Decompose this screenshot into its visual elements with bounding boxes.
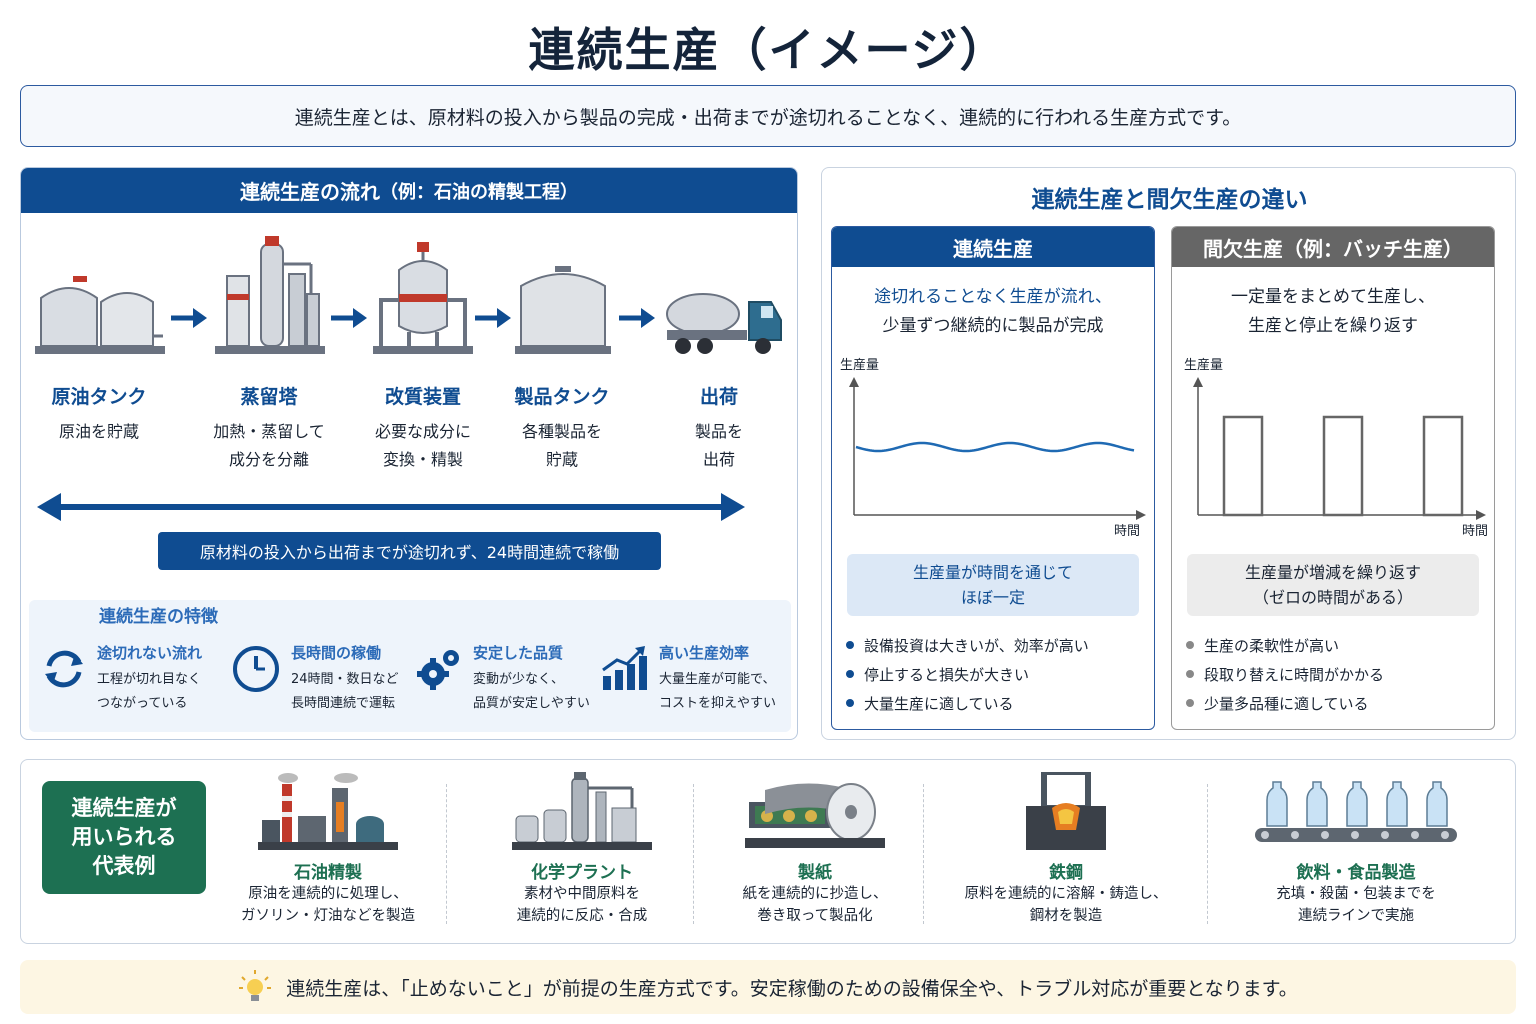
bullet-item: 段取り替えに時間がかかる	[1186, 661, 1384, 690]
example-name: 製紙	[798, 863, 832, 883]
distillation-tower-icon	[215, 236, 325, 354]
tanker-truck-icon	[666, 293, 782, 354]
flow-arrow-1	[171, 308, 207, 328]
feature-desc: 大量生産が可能で、コストを抑えやすい	[659, 672, 777, 711]
batch-head: 間欠生産（例：バッチ生産）	[1172, 227, 1494, 267]
example-desc: 紙を連続的に抄造し、巻き取って製品化	[742, 886, 888, 924]
flow-arrow-4	[619, 308, 655, 328]
example-divider	[923, 784, 924, 924]
flow-header-main: 連続生産の流れ	[240, 180, 380, 204]
x-axis-label: 時間	[1462, 524, 1488, 537]
bullet-item: 大量生産に適している	[846, 690, 1089, 719]
step-desc: 必要な成分に変換・精製	[374, 422, 471, 469]
feature-title: 長時間の稼働	[291, 644, 382, 662]
feature-desc: 24時間・数日など長時間連続で運転	[291, 672, 399, 711]
comparison-title: 連続生産と間欠生産の違い	[1031, 187, 1308, 213]
examples-label: 連続生産が 用いられる 代表例	[42, 781, 206, 894]
footer-note: 連続生産は、「止めないこと」が前提の生産方式です。安定稼働のための設備保全や、ト…	[20, 960, 1516, 1014]
cycle-icon	[45, 650, 83, 688]
step-desc: 加熱・蒸留して成分を分離	[213, 422, 325, 469]
example-item: 石油精製 原油を連続的に処理し、ガソリン・灯油などを製造	[217, 772, 439, 927]
flow-arrow-2	[331, 308, 367, 328]
batch-graph: 生産量 時間	[1184, 357, 1488, 537]
growth-chart-icon	[602, 646, 647, 690]
y-axis-label: 生産量	[1184, 357, 1223, 373]
page-title: 連続生産（イメージ）	[528, 23, 1008, 77]
batch-bar	[1422, 415, 1464, 517]
continuous-bullets: 設備投資は大きいが、効率が高い 停止すると損失が大きい 大量生産に適している	[846, 632, 1089, 719]
bullet-item: 生産の柔軟性が高い	[1186, 632, 1384, 661]
batch-subtitle: 一定量をまとめて生産し、 生産と停止を繰り返す	[1231, 287, 1435, 336]
batch-column: 間欠生産（例：バッチ生産） 一定量をまとめて生産し、 生産と停止を繰り返す 生産…	[1171, 226, 1495, 730]
flow-arrow-3	[475, 308, 511, 328]
flow-panel: 連続生産の流れ （例：石油の精製工程）	[20, 167, 798, 740]
example-item: 製紙 紙を連続的に抄造し、巻き取って製品化	[717, 772, 913, 927]
example-item: 鉄鋼 原料を連続的に溶解・鋳造し、鋼材を製造	[939, 772, 1193, 927]
refinery-icon	[258, 773, 398, 850]
example-divider	[693, 784, 694, 924]
example-desc: 充填・殺菌・包装までを連続ラインで実施	[1276, 886, 1436, 924]
features-box: 連続生産の特徴 途切れない流れ 工程が切れ目なくつながっている 長時間の稼働 2…	[29, 600, 791, 732]
examples-panel: 連続生産が 用いられる 代表例 石油精製 原油を連続的に処理し、ガソリン・灯油な…	[20, 759, 1516, 944]
example-name: 飲料・食品製造	[1296, 863, 1416, 883]
example-name: 石油精製	[294, 863, 362, 883]
step-desc: 製品を出荷	[694, 422, 743, 469]
bullet-item: 少量多品種に適している	[1186, 690, 1384, 719]
example-item: 飲料・食品製造 充填・殺菌・包装までを連続ラインで実施	[1249, 772, 1463, 927]
step-name: 出荷	[699, 386, 738, 408]
example-divider	[1207, 784, 1208, 924]
example-item: 化学プラント 素材や中間原料を連続的に反応・合成	[469, 772, 695, 927]
step-name: 原油タンク	[51, 386, 147, 408]
example-divider	[446, 784, 447, 924]
continuous-column: 連続生産 途切れることなく生産が流れ、 少量ずつ継続的に製品が完成 生産量 時間…	[831, 226, 1155, 730]
batch-bar	[1322, 415, 1364, 517]
feature-desc: 工程が切れ目なくつながっている	[97, 672, 202, 711]
continuous-subtitle: 途切れることなく生産が流れ、 少量ずつ継続的に製品が完成	[874, 287, 1112, 336]
continuous-summary: 生産量が時間を通じて ほぼ一定	[847, 554, 1139, 616]
flow-header-sub: （例：石油の精製工程）	[380, 181, 578, 203]
feature-title: 高い生産効率	[659, 644, 750, 662]
flow-header: 連続生産の流れ （例：石油の精製工程）	[21, 168, 797, 213]
crude-tank-icon	[35, 276, 165, 354]
x-axis-label: 時間	[1114, 524, 1140, 537]
step-name: 製品タンク	[514, 386, 610, 408]
clock-icon	[233, 646, 279, 692]
example-desc: 原料を連続的に溶解・鋳造し、鋼材を製造	[964, 886, 1168, 924]
paper-machine-icon	[745, 783, 885, 848]
feature-desc: 変動が少なく、品質が安定しやすい	[473, 672, 590, 711]
steel-casting-icon	[1026, 772, 1106, 850]
batch-bar	[1222, 415, 1264, 517]
bottle-conveyor-icon	[1255, 781, 1457, 842]
continuous-head: 連続生産	[832, 227, 1154, 267]
step-name: 改質装置	[384, 386, 461, 408]
bullet-item: 停止すると損失が大きい	[846, 661, 1089, 690]
step-desc: 原油を貯蔵	[58, 422, 139, 441]
intro-box: 連続生産とは、原材料の投入から製品の完成・出荷までが途切れることなく、連続的に行…	[20, 85, 1516, 147]
batch-summary: 生産量が増減を繰り返す （ゼロの時間がある）	[1187, 554, 1479, 616]
example-name: 化学プラント	[531, 863, 633, 883]
continuous-graph: 生産量 時間	[840, 357, 1146, 537]
y-axis-label: 生産量	[840, 357, 879, 373]
step-name: 蒸留塔	[240, 386, 298, 408]
feature-title: 安定した品質	[473, 644, 564, 662]
intro-text: 連続生産とは、原材料の投入から製品の完成・出荷までが途切れることなく、連続的に行…	[294, 106, 1242, 129]
bullet-item: 設備投資は大きいが、効率が高い	[846, 632, 1089, 661]
example-desc: 原油を連続的に処理し、ガソリン・灯油などを製造	[241, 886, 415, 924]
gears-icon	[417, 650, 459, 690]
step-desc: 各種製品を貯蔵	[521, 422, 602, 469]
example-name: 鉄鋼	[1049, 863, 1083, 883]
lightbulb-icon	[239, 970, 272, 1001]
batch-bullets: 生産の柔軟性が高い 段取り替えに時間がかかる 少量多品種に適している	[1186, 632, 1384, 719]
footer-note-text: 連続生産は、「止めないこと」が前提の生産方式です。安定稼働のための設備保全や、ト…	[286, 977, 1298, 1000]
continuous-label: 原材料の投入から出荷までが途切れず、24時間連続で稼働	[158, 532, 661, 570]
chemical-plant-icon	[512, 772, 652, 850]
double-arrow-icon	[37, 493, 745, 521]
feature-title: 途切れない流れ	[97, 644, 203, 662]
production-wave	[855, 441, 1135, 453]
product-tank-icon	[515, 266, 611, 354]
example-desc: 素材や中間原料を連続的に反応・合成	[516, 886, 648, 924]
features-title: 連続生産の特徴	[99, 607, 218, 627]
reformer-unit-icon	[373, 242, 473, 354]
comparison-panel: 連続生産と間欠生産の違い 連続生産 途切れることなく生産が流れ、 少量ずつ継続的…	[821, 167, 1516, 740]
